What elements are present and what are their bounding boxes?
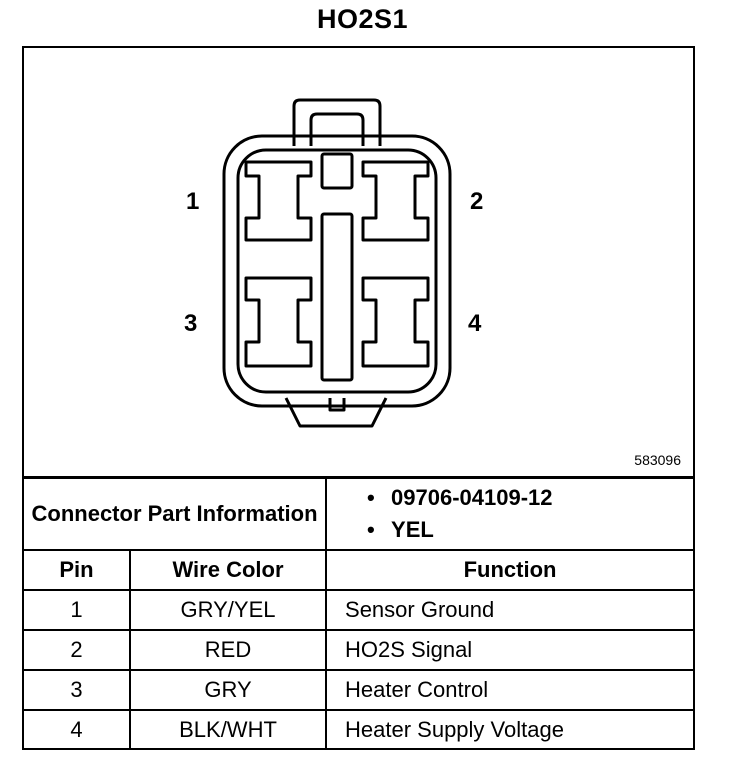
pin-cell: 1 [24, 588, 131, 631]
bottom-key-notch [328, 398, 346, 412]
function-cell: HO2S Signal [325, 628, 694, 671]
latch-tab-inner [309, 112, 365, 146]
connector-info-row: Connector Part Information 09706-04109-1… [24, 476, 694, 551]
connector-diagram: 1 2 3 4 583096 [24, 48, 693, 476]
table-row: 2 RED HO2S Signal [24, 628, 694, 671]
header-function: Function [325, 548, 694, 591]
cavity-pin-1 [244, 160, 313, 242]
pin-label-3: 3 [184, 310, 198, 337]
reference-code: 583096 [634, 452, 681, 468]
pin-cell: 2 [24, 628, 131, 671]
latch-tab [292, 98, 382, 146]
connector-part-number: 09706-04109-12 [367, 482, 693, 514]
connector-color: YEL [367, 514, 693, 546]
wire-color-cell: BLK/WHT [128, 708, 328, 750]
table-header-row: Pin Wire Color Function [24, 548, 694, 591]
top-center-slot [320, 152, 354, 190]
table-row: 3 GRY Heater Control [24, 668, 694, 711]
pin-cell: 4 [24, 708, 131, 750]
function-cell: Sensor Ground [325, 588, 694, 631]
cavity-pin-2 [361, 160, 430, 242]
table-row: 1 GRY/YEL Sensor Ground [24, 588, 694, 631]
diagram-title: HO2S1 [316, 4, 409, 34]
cavity-pin-3 [244, 276, 313, 368]
connector-outer-body [222, 134, 452, 408]
connector-info-label: Connector Part Information [24, 476, 328, 551]
pin-cell: 3 [24, 668, 131, 711]
function-cell: Heater Control [325, 668, 694, 711]
connector-face-drawing [222, 98, 452, 428]
table-row: 4 BLK/WHT Heater Supply Voltage [24, 708, 694, 750]
cavity-pin-4 [361, 276, 430, 368]
connector-frame: 1 2 3 4 583096 Connector Part Informatio… [22, 46, 695, 750]
pinout-table: Connector Part Information 09706-04109-1… [24, 476, 694, 750]
header-wire-color: Wire Color [128, 548, 328, 591]
wire-color-cell: GRY [128, 668, 328, 711]
header-pin: Pin [24, 548, 131, 591]
connector-inner-body [236, 148, 438, 394]
pin-label-2: 2 [470, 188, 484, 215]
pin-label-1: 1 [186, 188, 200, 215]
function-cell: Heater Supply Voltage [325, 708, 694, 750]
wire-color-cell: RED [128, 628, 328, 671]
bottom-key [284, 397, 388, 428]
connector-info-list: 09706-04109-12 YEL [325, 476, 694, 551]
pin-label-4: 4 [468, 310, 482, 337]
wire-color-cell: GRY/YEL [128, 588, 328, 631]
center-rib [320, 212, 354, 382]
